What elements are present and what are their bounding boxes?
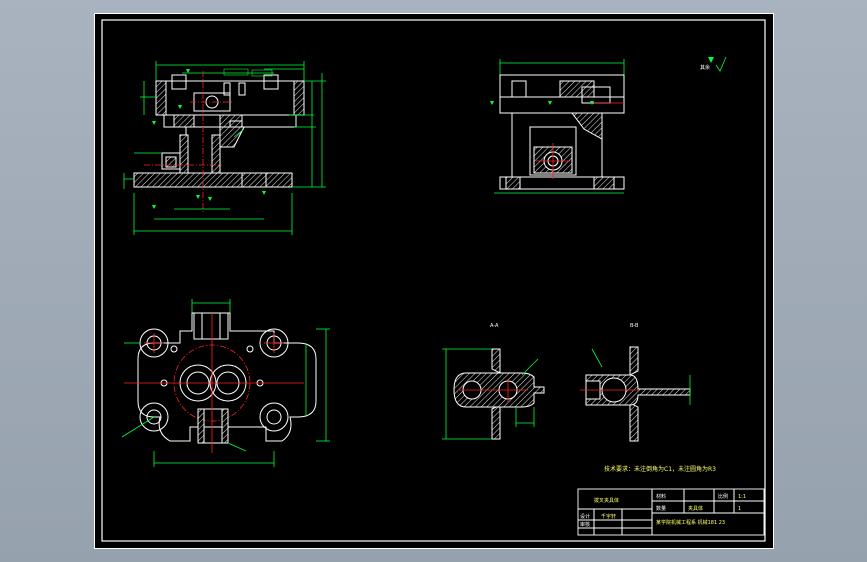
title-material-label: 材料 [656,493,666,500]
title-scale: 1:1 [738,494,746,500]
title-quantity-label: 数量 [656,505,666,512]
section-b-b-label: B-B [630,323,639,329]
top-view [121,299,330,467]
engineering-drawing: 其余 [94,13,774,549]
side-view [490,59,625,194]
section-a-a-label: A-A [490,323,499,329]
title-checker-label: 审核 [580,521,590,528]
technical-requirement: 技术要求：未注倒角为C1，未注圆角为R3 [604,465,716,473]
title-part-name: 拨叉夹具体 [594,497,619,504]
title-quantity: 1 [738,506,741,512]
title-designer-label: 设计 [580,513,590,520]
title-drawing-no: 夹具体 [688,505,703,512]
title-school: 某学院机械工程系 机械181 23 [656,519,725,526]
title-block: 拨叉夹具体 设计 千宇轩 审核 材料 数量 比例 1:1 1 夹具体 某学院机械… [577,488,765,536]
drawing-border [101,19,766,542]
section-a-a: A-A [442,323,545,440]
cad-drawing-viewport[interactable]: 其余 [94,13,774,549]
roughness-symbol: 其余 [700,56,727,72]
front-view [123,61,326,235]
section-b-b: B-B [580,323,691,442]
roughness-symbol-text: 其余 [700,64,710,71]
outer-frame [94,13,774,549]
title-scale-label: 比例 [718,493,728,500]
title-designer: 千宇轩 [601,513,616,520]
